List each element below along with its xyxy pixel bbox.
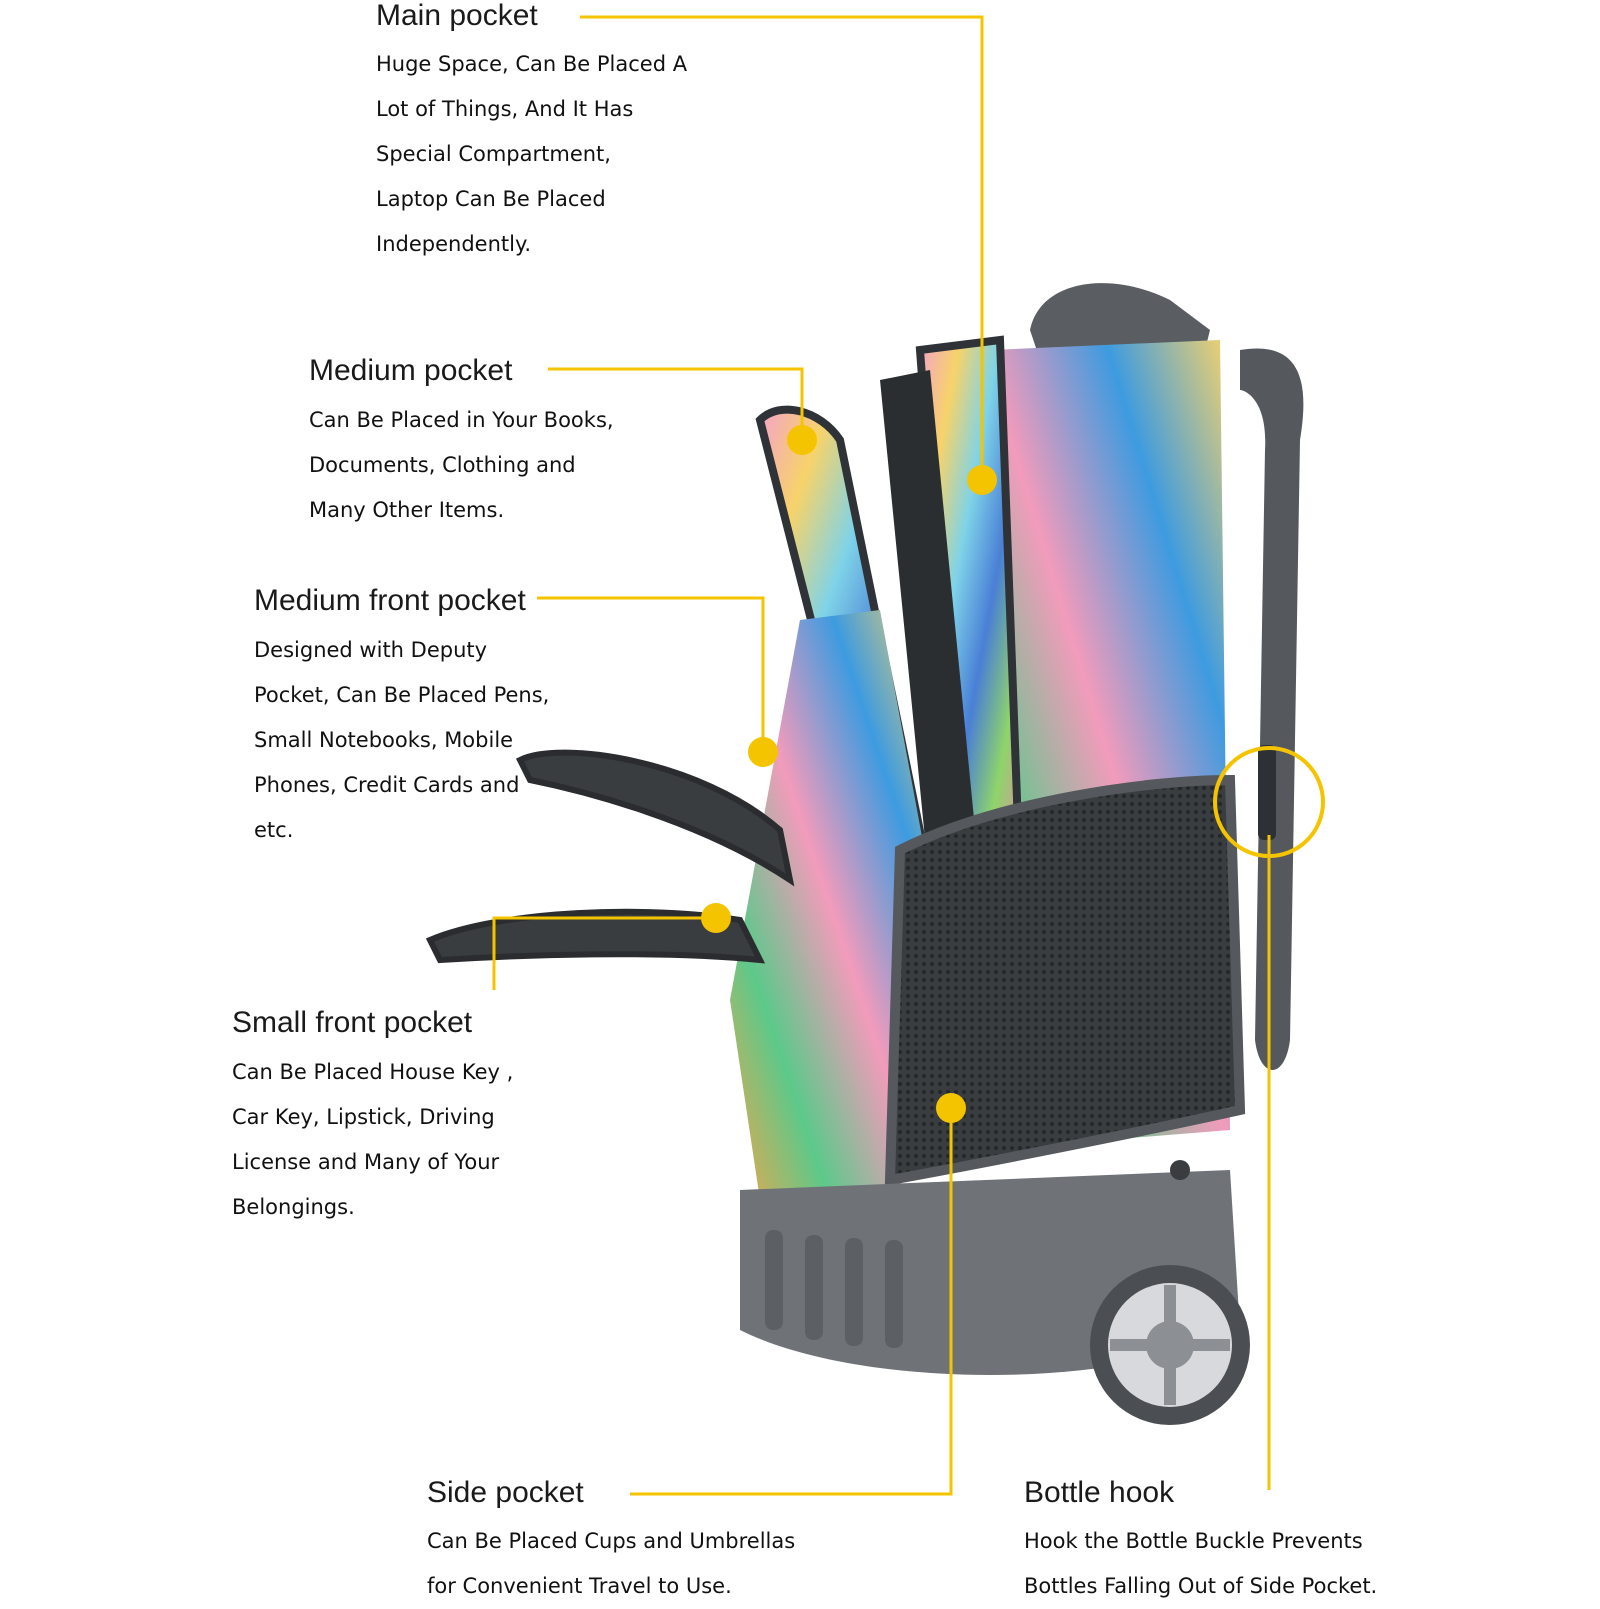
main-pocket-line: Independently. bbox=[376, 232, 532, 256]
medium-front-pocket-line: Designed with Deputy bbox=[254, 638, 488, 662]
main-pocket-title: Main pocket bbox=[376, 0, 538, 32]
medium-front-pocket-description: Designed with Deputy Pocket, Can Be Plac… bbox=[254, 628, 549, 853]
bottle-hook-description: Hook the Bottle Buckle Prevents Bottles … bbox=[1024, 1519, 1377, 1609]
main-pocket-line: Special Compartment, bbox=[376, 142, 611, 166]
small-front-pocket-line: Can Be Placed House Key , bbox=[232, 1060, 514, 1084]
medium-front-pocket-line: Small Notebooks, Mobile bbox=[254, 728, 514, 752]
side-pocket-title: Side pocket bbox=[427, 1476, 584, 1509]
medium-front-pocket-line: Phones, Credit Cards and bbox=[254, 773, 520, 797]
small-front-pocket-line: Belongings. bbox=[232, 1195, 355, 1219]
bottle-hook-highlight-ring bbox=[1213, 746, 1325, 858]
medium-pocket-line: Many Other Items. bbox=[309, 498, 505, 522]
side-pocket-line: for Convenient Travel to Use. bbox=[427, 1574, 732, 1598]
medium-pocket-line: Documents, Clothing and bbox=[309, 453, 576, 477]
side-pocket-line: Can Be Placed Cups and Umbrellas bbox=[427, 1529, 796, 1553]
callout-leader-lines bbox=[492, 15, 1271, 1496]
medium-pocket-title: Medium pocket bbox=[309, 354, 513, 387]
medium-pocket-line: Can Be Placed in Your Books, bbox=[309, 408, 614, 432]
callout-dots bbox=[701, 425, 997, 1123]
small-front-pocket-line: Car Key, Lipstick, Driving bbox=[232, 1105, 495, 1129]
main-pocket-description: Huge Space, Can Be Placed A Lot of Thing… bbox=[376, 42, 687, 267]
medium-front-pocket-line: etc. bbox=[254, 818, 294, 842]
bottle-hook-title: Bottle hook bbox=[1024, 1476, 1175, 1509]
small-front-pocket-line: License and Many of Your bbox=[232, 1150, 500, 1174]
main-pocket-line: Huge Space, Can Be Placed A bbox=[376, 52, 688, 76]
small-front-pocket-title: Small front pocket bbox=[232, 1006, 473, 1039]
medium-front-pocket-title: Medium front pocket bbox=[254, 584, 526, 617]
small-front-pocket-description: Can Be Placed House Key , Car Key, Lipst… bbox=[232, 1050, 513, 1230]
bottle-hook-line: Bottles Falling Out of Side Pocket. bbox=[1024, 1574, 1378, 1598]
medium-pocket-description: Can Be Placed in Your Books, Documents, … bbox=[309, 398, 614, 533]
main-pocket-line: Lot of Things, And It Has bbox=[376, 97, 634, 121]
main-pocket-line: Laptop Can Be Placed bbox=[376, 187, 606, 211]
side-pocket-description: Can Be Placed Cups and Umbrellas for Con… bbox=[427, 1519, 795, 1609]
bottle-hook-line: Hook the Bottle Buckle Prevents bbox=[1024, 1529, 1363, 1553]
medium-front-pocket-line: Pocket, Can Be Placed Pens, bbox=[254, 683, 550, 707]
